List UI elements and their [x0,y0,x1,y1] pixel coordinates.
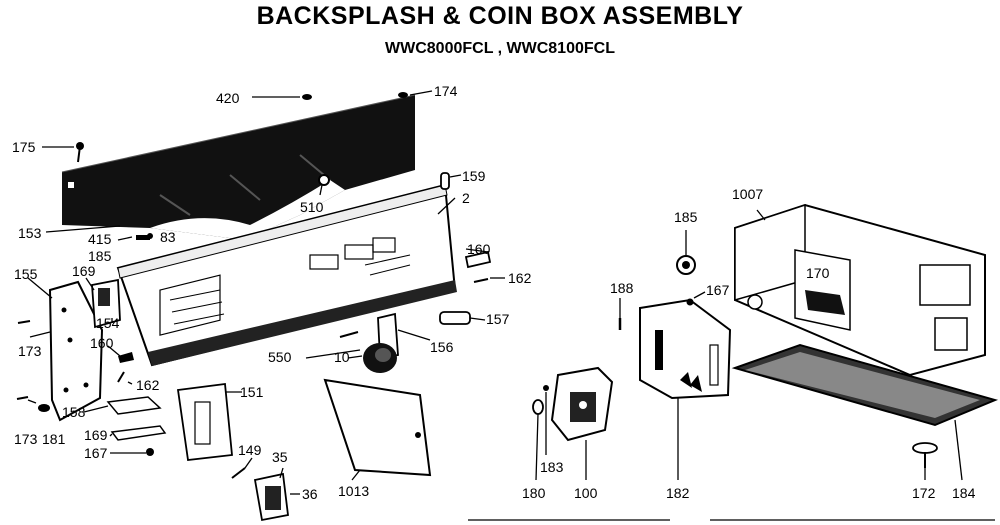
callout-185-left: 185 [88,248,112,264]
callout-180: 180 [522,485,546,501]
callout-162-right: 162 [508,270,532,286]
coin-box-mounting-plate [639,298,732,400]
callout-154: 154 [96,315,120,331]
callout-159: 159 [462,168,486,184]
callout-100: 100 [574,485,598,501]
leader-lines [27,90,963,495]
callout-188: 188 [610,280,634,296]
callout-420: 420 [216,90,240,106]
callout-149: 149 [238,442,262,458]
callout-157: 157 [486,311,510,327]
callout-1013: 1013 [338,483,369,499]
callout-153: 153 [18,225,42,241]
callout-169-bottom: 169 [84,427,108,443]
coin-box-housing [734,203,986,377]
callout-172: 172 [912,485,936,501]
coin-box-base-plate [731,343,999,427]
callout-162-left: 162 [136,377,160,393]
callout-160-right: 160 [467,241,491,257]
callout-36: 36 [302,486,318,502]
callout-1007: 1007 [732,186,763,202]
callout-155: 155 [14,266,38,282]
callout-169-top: 169 [72,263,96,279]
callout-2: 2 [462,190,470,206]
left-end-bracket [48,280,104,422]
callout-510: 510 [300,199,324,215]
small-hardware [16,92,492,522]
callout-415: 415 [88,231,112,247]
callout-160-left: 160 [90,335,114,351]
callout-labels: 420 174 175 159 510 2 153 415 83 185 155… [12,83,976,502]
control-panel-backsplash [116,183,457,367]
callout-175: 175 [12,139,36,155]
callout-173-bottom: 173 [14,431,38,447]
callout-167-right: 167 [706,282,730,298]
callout-182: 182 [666,485,690,501]
callout-156: 156 [430,339,454,355]
diagram-title: BACKSPLASH & COIN BOX ASSEMBLY [256,2,744,30]
callout-550: 550 [268,349,292,365]
callout-151: 151 [240,384,264,400]
callout-174: 174 [434,83,458,99]
callout-184: 184 [952,485,976,501]
coin-lock [550,366,614,442]
callout-35: 35 [272,449,288,465]
callout-185-right: 185 [674,209,698,225]
callout-173-top: 173 [18,343,42,359]
callout-83: 83 [160,229,176,245]
coin-box-hardware [532,255,938,468]
callout-10: 10 [334,349,350,365]
callout-167-left: 167 [84,445,108,461]
model-numbers: WWC8000FCL , WWC8100FCL [385,40,615,57]
callout-170: 170 [806,265,830,281]
callout-181: 181 [42,431,66,447]
callout-158: 158 [62,404,86,420]
callout-183: 183 [540,459,564,475]
switch-bracket [91,278,121,329]
